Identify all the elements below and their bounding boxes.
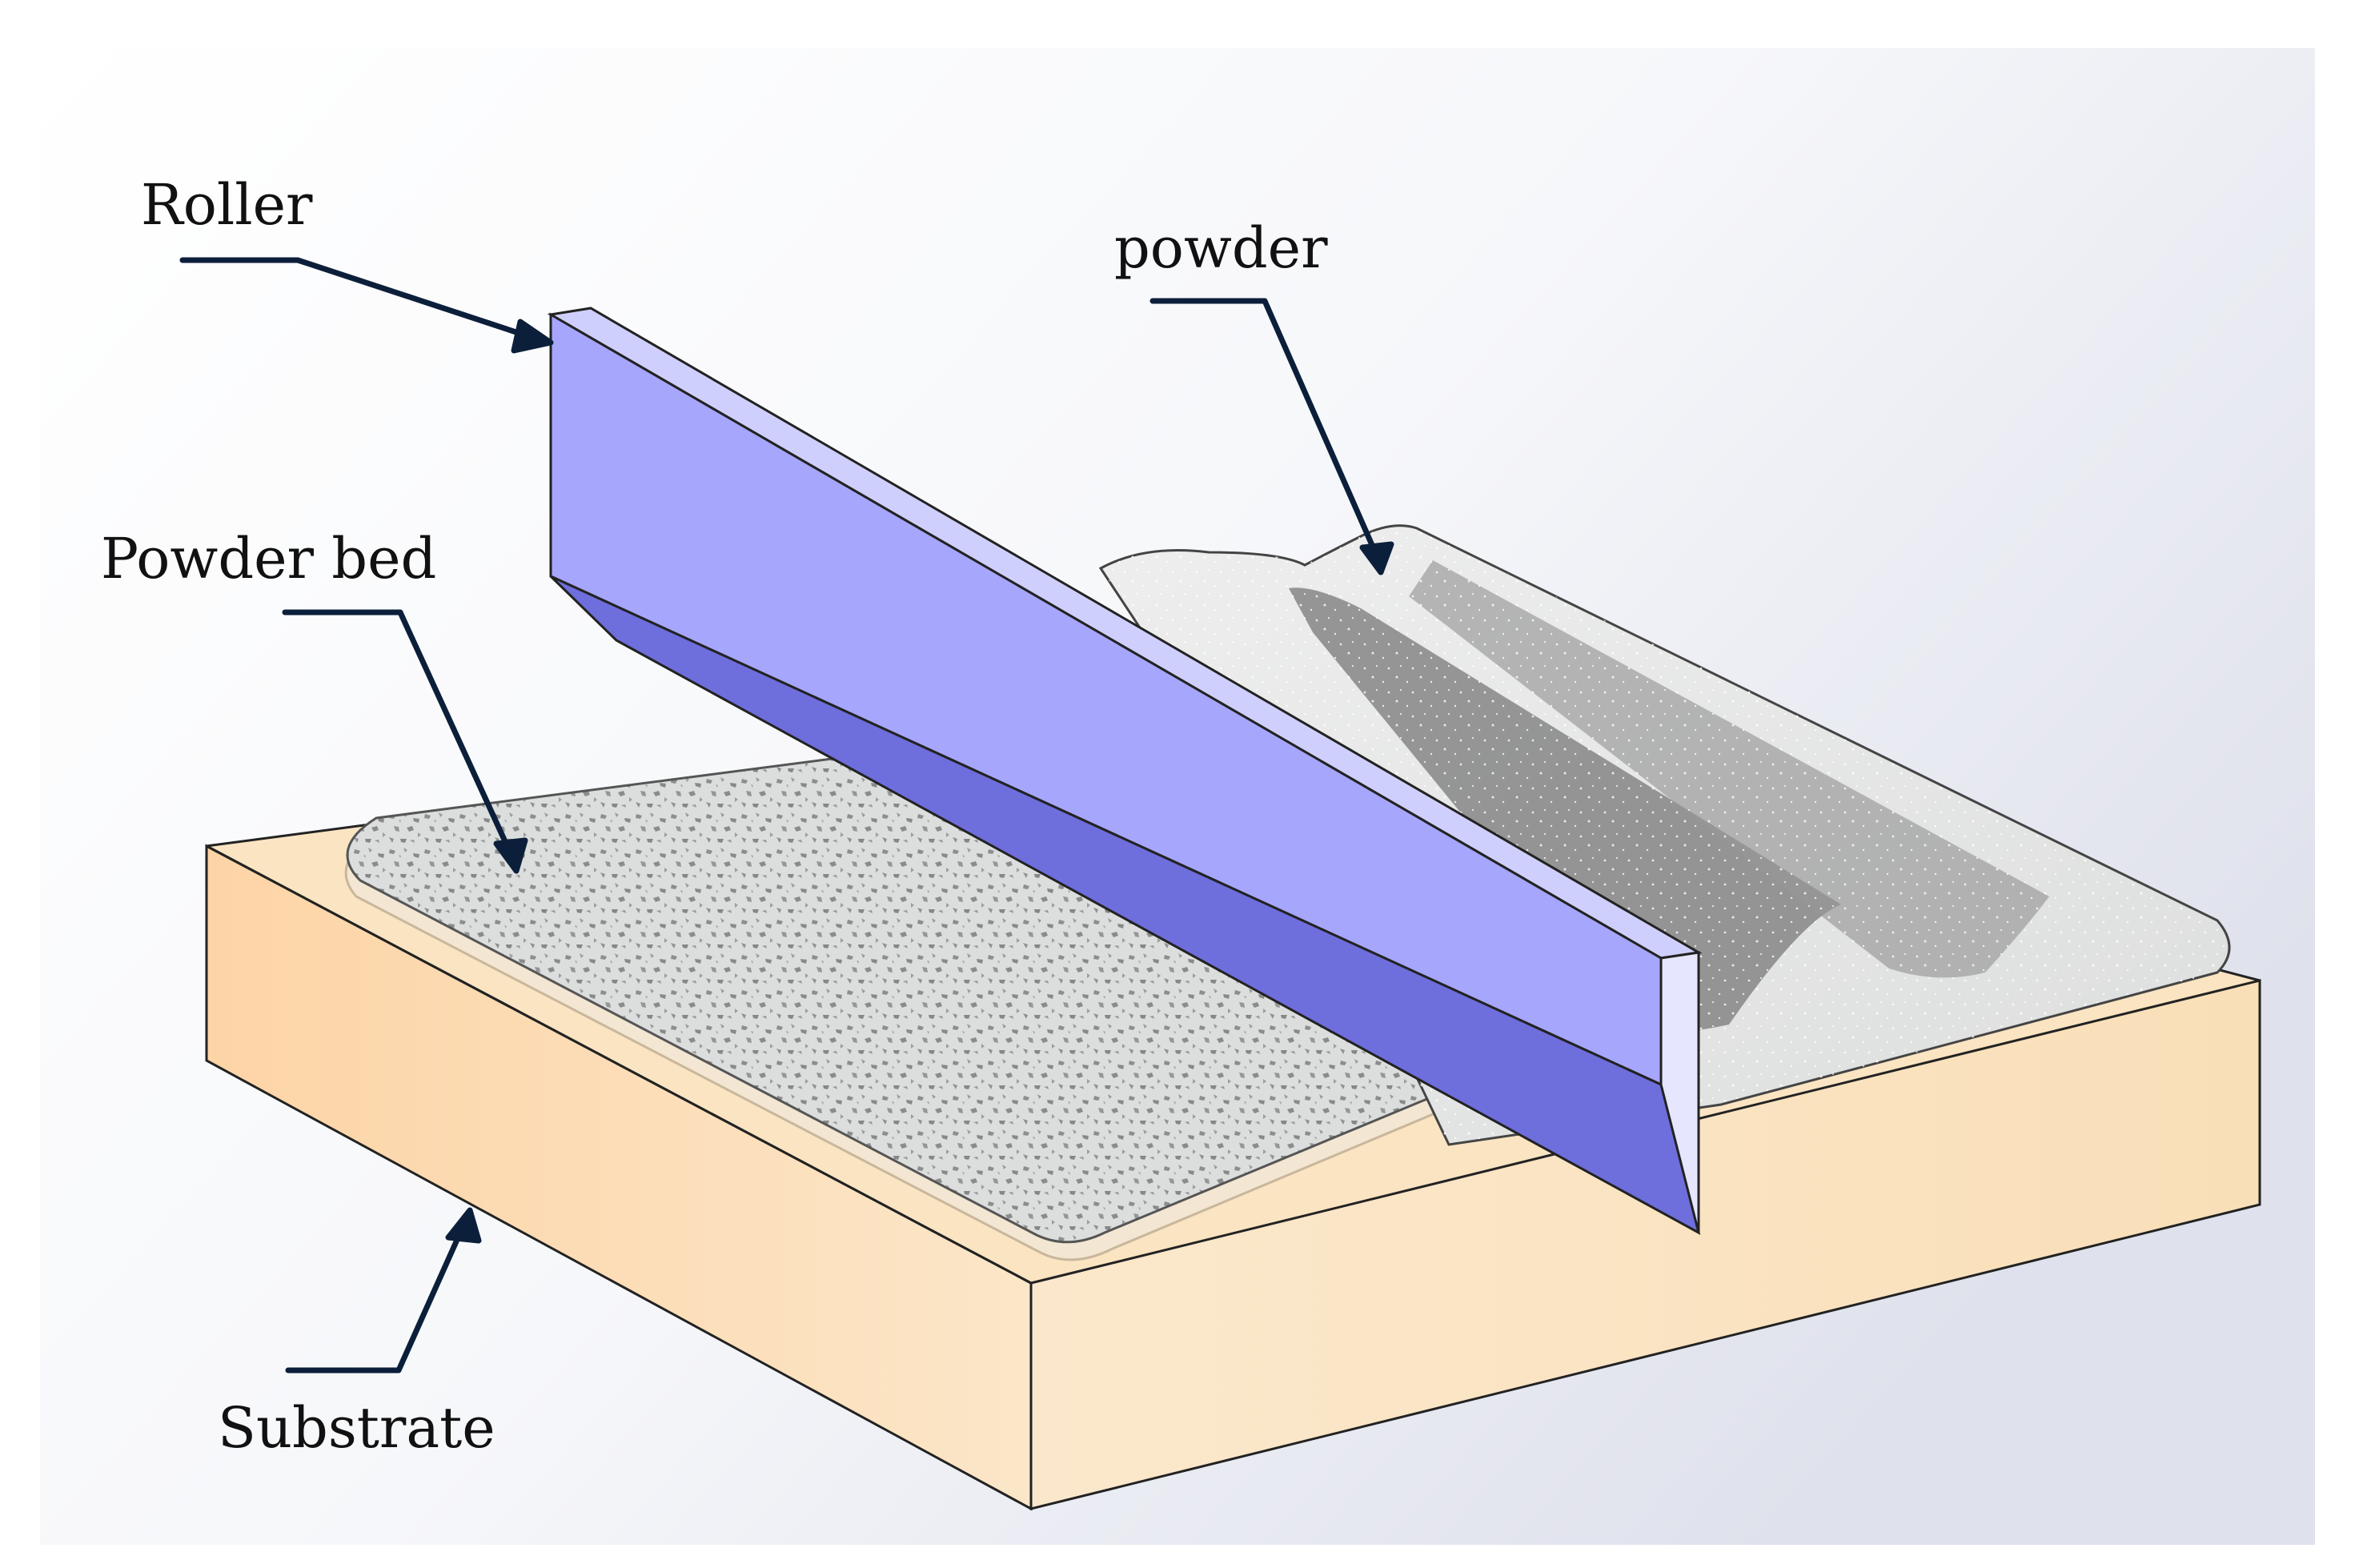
powder-arrowhead <box>1359 541 1394 575</box>
powder-leader <box>1149 298 1378 555</box>
label-roller: Roller <box>141 172 313 238</box>
powder-bed-arrowhead <box>493 837 528 874</box>
roller-arrowhead <box>511 319 554 354</box>
label-powder: powder <box>1114 215 1328 281</box>
roller-bevel <box>549 575 1701 1235</box>
substrate-arrowhead <box>445 1207 482 1244</box>
label-substrate: Substrate <box>218 1395 495 1461</box>
roller-leader <box>179 257 532 339</box>
substrate-right-face <box>1029 979 2261 1510</box>
label-powder-bed: Powder bed <box>101 526 436 592</box>
leader-lines <box>179 257 1394 1374</box>
powder-bed-leader <box>282 609 512 852</box>
substrate-leader <box>285 1229 463 1374</box>
roller-blade <box>547 307 1703 1235</box>
